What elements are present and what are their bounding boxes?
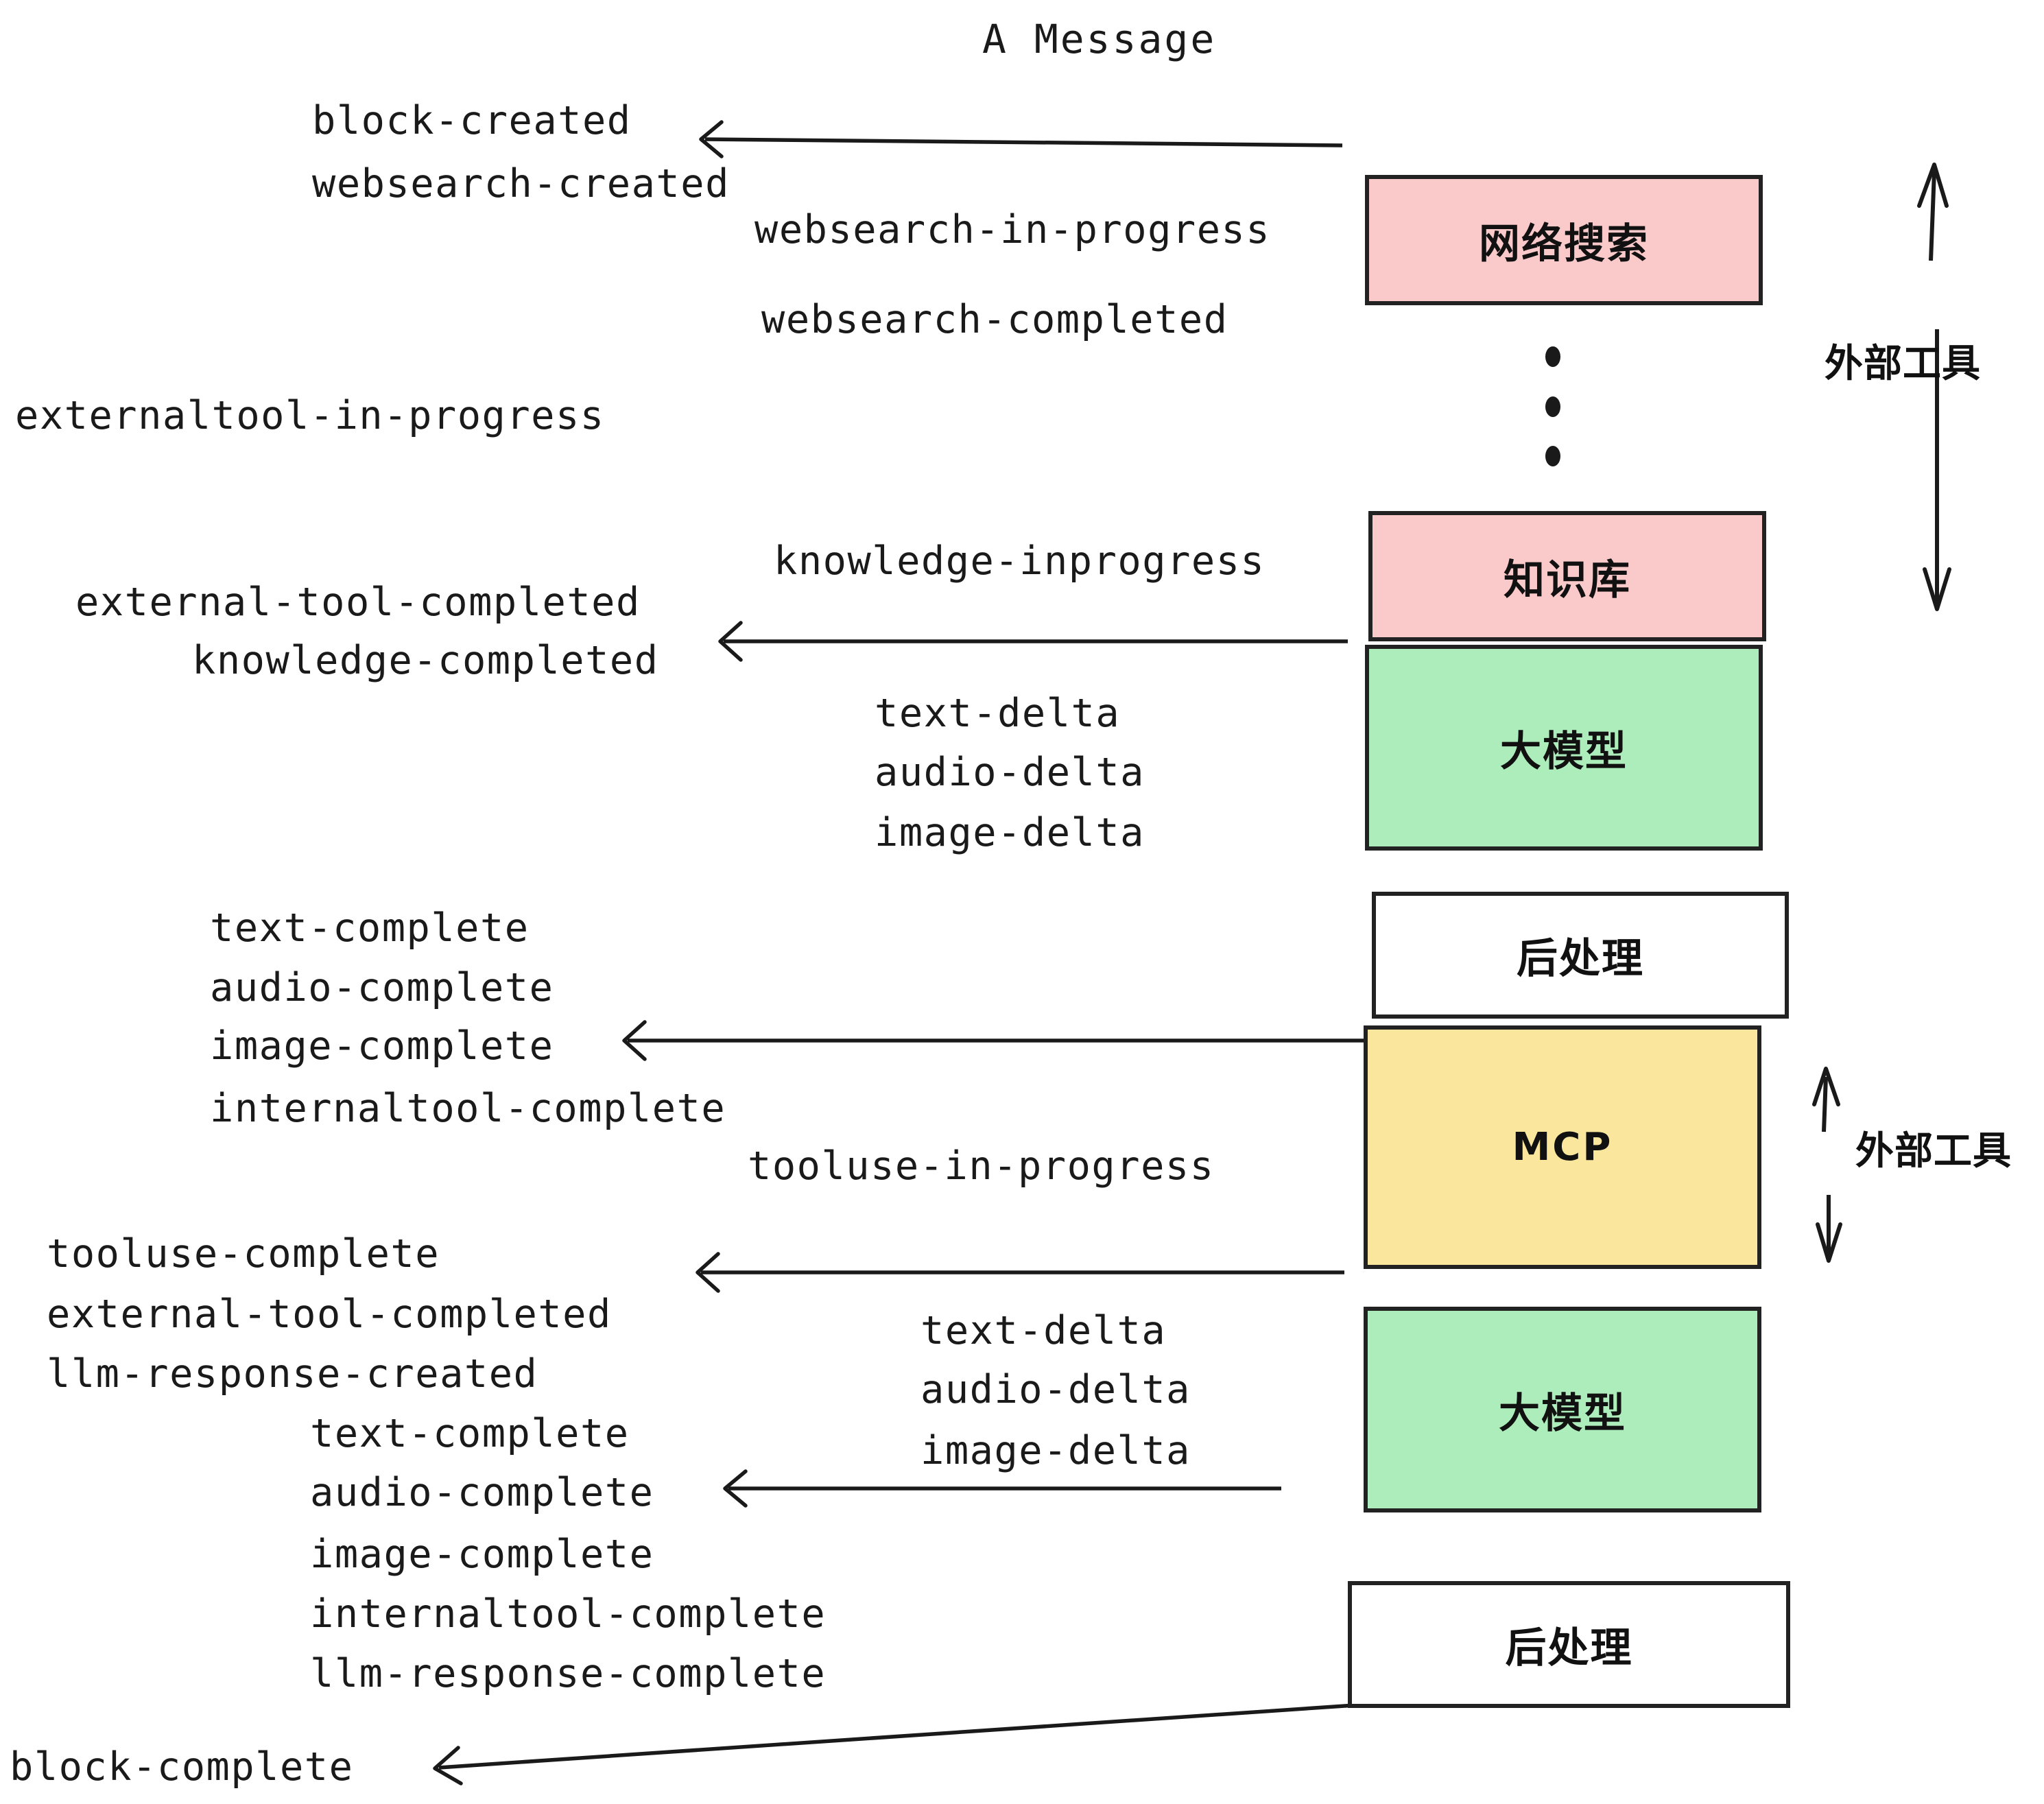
box-llm-top-label: 大模型: [1500, 727, 1628, 776]
ellipsis-dot-3: [1545, 446, 1560, 466]
event-internaltool-complete-1: internaltool-complete: [210, 1086, 726, 1131]
event-text-delta-2: text-delta: [920, 1308, 1167, 1353]
page-title: A Message: [982, 16, 1217, 62]
event-knowledge-inprogress: knowledge-inprogress: [774, 538, 1265, 584]
box-post-top-label: 后处理: [1517, 935, 1644, 983]
event-external-tool-completed-1: external-tool-completed: [75, 580, 641, 625]
event-knowledge-completed: knowledge-completed: [192, 638, 659, 683]
event-websearch-completed: websearch-completed: [761, 297, 1228, 342]
event-audio-complete-2: audio-complete: [310, 1470, 654, 1515]
event-block-created: block-created: [312, 98, 632, 143]
event-image-delta-2: image-delta: [920, 1428, 1191, 1473]
arrow-knowledge-completed: [718, 621, 1348, 662]
event-internaltool-complete-2: internaltool-complete: [310, 1591, 827, 1637]
event-image-delta-1: image-delta: [875, 810, 1145, 855]
arrow-audio-complete: [723, 1469, 1281, 1508]
event-block-complete: block-complete: [10, 1744, 354, 1790]
box-mcp[interactable]: MCP: [1364, 1025, 1761, 1269]
external-tools-range-bottom: [1812, 1067, 1842, 1263]
ellipsis-dot-2: [1545, 396, 1560, 417]
event-image-complete-1: image-complete: [210, 1023, 554, 1069]
event-text-complete-1: text-complete: [210, 905, 530, 951]
box-post-bottom[interactable]: 后处理: [1348, 1581, 1790, 1708]
event-external-tool-completed-2: external-tool-completed: [47, 1292, 612, 1337]
ellipsis-dot-1: [1545, 346, 1560, 367]
side-label-external-tools-bottom: 外部工具: [1855, 1129, 2012, 1174]
box-post-top[interactable]: 后处理: [1372, 892, 1789, 1019]
event-llm-response-complete: llm-response-complete: [310, 1651, 827, 1696]
event-tooluse-complete: tooluse-complete: [47, 1231, 440, 1277]
box-llm-bottom-label: 大模型: [1499, 1389, 1626, 1438]
event-text-complete-2: text-complete: [310, 1411, 630, 1456]
event-websearch-in-progress: websearch-in-progress: [754, 207, 1271, 252]
event-audio-delta-2: audio-delta: [920, 1367, 1191, 1412]
side-label-external-tools-top: 外部工具: [1825, 342, 1981, 386]
event-llm-response-created: llm-response-created: [47, 1351, 538, 1397]
box-websearch-label: 网络搜索: [1479, 219, 1649, 268]
box-knowledge[interactable]: 知识库: [1368, 511, 1766, 641]
event-tooluse-in-progress: tooluse-in-progress: [748, 1143, 1215, 1189]
event-externaltool-in-progress: externaltool-in-progress: [15, 393, 605, 438]
arrow-websearch-created: [699, 120, 1343, 158]
event-websearch-created: websearch-created: [312, 161, 730, 206]
box-llm-top[interactable]: 大模型: [1365, 645, 1763, 851]
box-mcp-label: MCP: [1512, 1125, 1613, 1170]
box-llm-bottom[interactable]: 大模型: [1364, 1307, 1761, 1512]
event-image-complete-2: image-complete: [310, 1532, 654, 1577]
box-post-bottom-label: 后处理: [1505, 1624, 1633, 1672]
arrow-block-complete: [433, 1702, 1366, 1785]
arrow-tooluse-complete: [696, 1252, 1344, 1293]
event-audio-complete-1: audio-complete: [210, 965, 554, 1010]
box-knowledge-label: 知识库: [1504, 556, 1631, 604]
arrow-image-complete: [622, 1020, 1366, 1061]
event-audio-delta-1: audio-delta: [875, 750, 1145, 795]
event-text-delta-1: text-delta: [875, 691, 1121, 736]
box-websearch[interactable]: 网络搜索: [1365, 175, 1763, 305]
